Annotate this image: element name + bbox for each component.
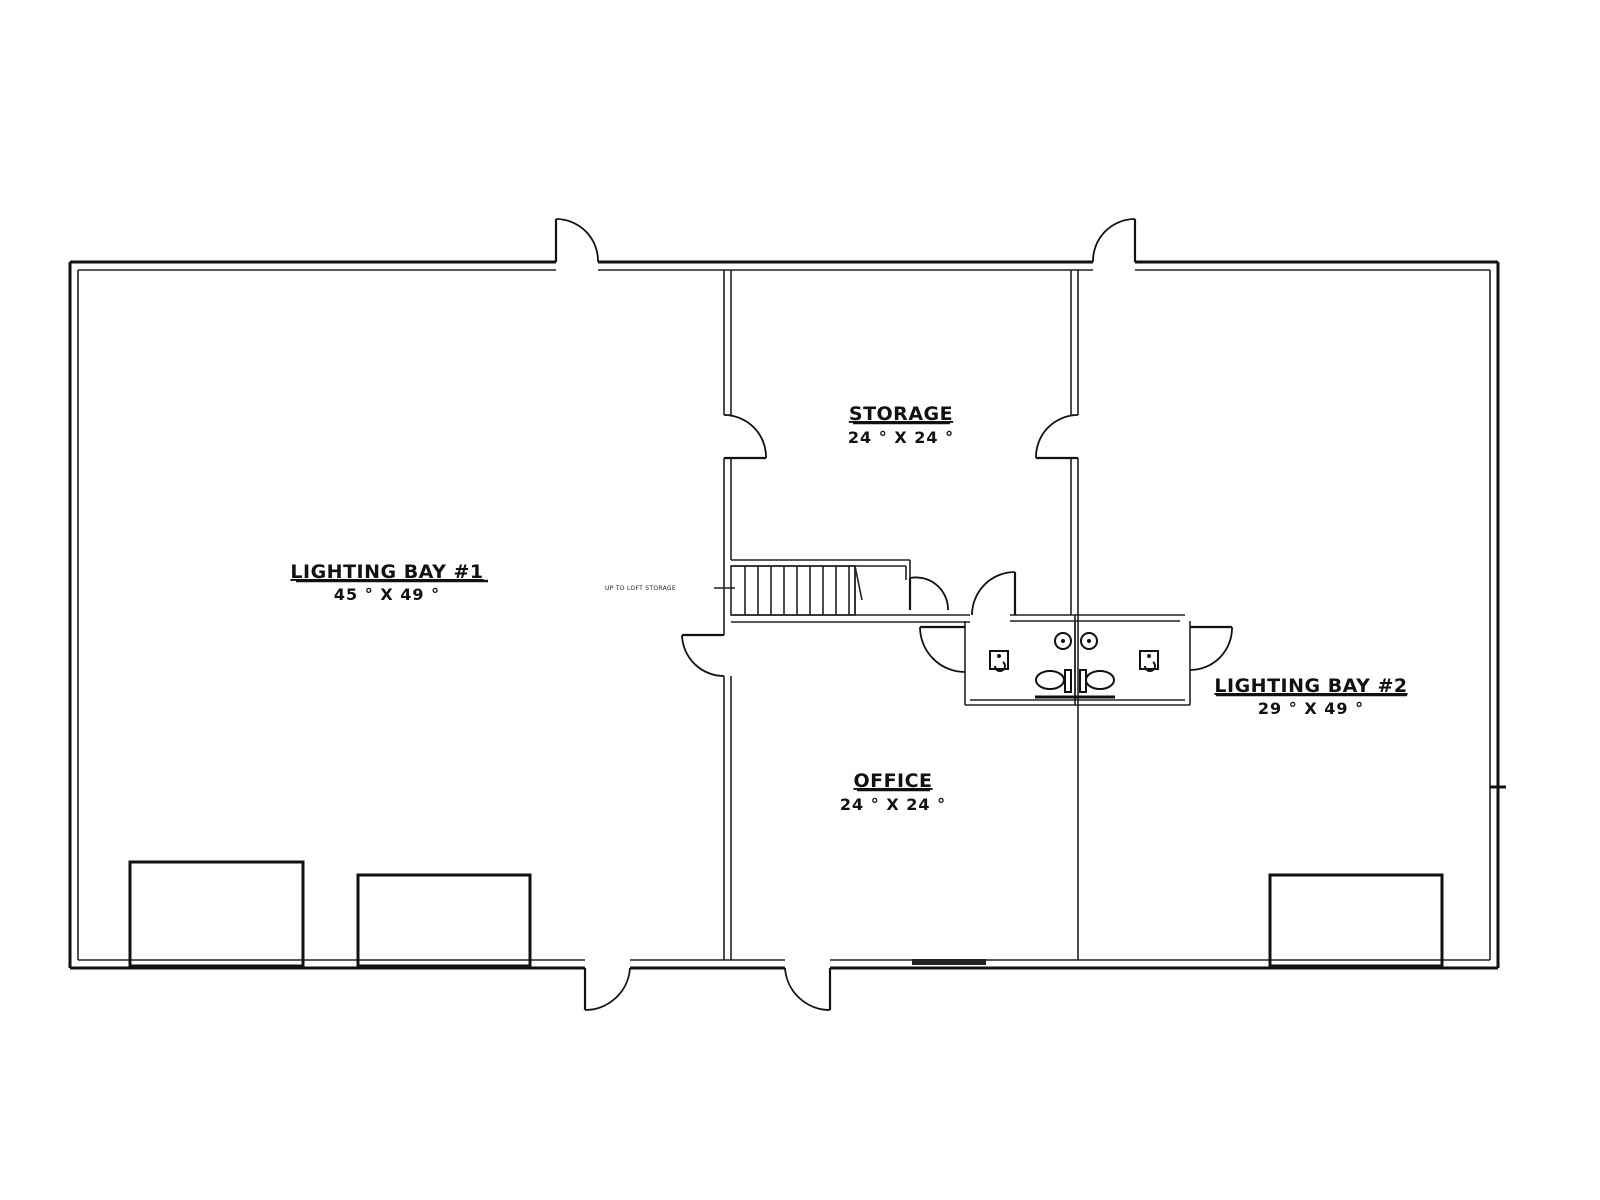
overhead-doors	[128, 860, 1444, 968]
room-label-bay2: LIGHTING BAY #2 29 ° X 49 °	[1214, 675, 1407, 718]
door-top-bay2[interactable]	[1092, 218, 1137, 263]
doors	[554, 218, 1233, 1011]
restroom-fixtures	[989, 632, 1159, 699]
room-name: STORAGE	[849, 403, 953, 425]
room-dimensions: 24 ° X 24 °	[848, 428, 954, 447]
toilet-icon	[1035, 669, 1072, 693]
room-label-office: OFFICE 24 ° X 24 °	[840, 770, 946, 814]
overhead-door-3	[1268, 873, 1444, 968]
room-name: LIGHTING BAY #2	[1214, 675, 1407, 697]
overhead-door-1	[128, 860, 305, 968]
door-top-bay1[interactable]	[554, 218, 599, 263]
door-stair-closet[interactable]	[908, 576, 949, 611]
door-bottom-bay1[interactable]	[583, 967, 631, 1011]
overhead-door-2	[356, 873, 532, 968]
door-restroom-right[interactable]	[1189, 625, 1233, 671]
door-office-left[interactable]	[681, 633, 725, 677]
room-dimensions: 45 ° X 49 °	[334, 585, 440, 604]
door-storage-left[interactable]	[723, 414, 767, 460]
exterior-walls	[68, 260, 1506, 970]
room-name: OFFICE	[853, 770, 932, 792]
door-restroom-left[interactable]	[919, 625, 966, 673]
toilet-icon	[1079, 669, 1115, 693]
room-dimensions: 29 ° X 49 °	[1258, 699, 1364, 718]
sink-icon	[1080, 632, 1098, 650]
room-label-bay1: LIGHTING BAY #1 45 ° X 49 °	[290, 561, 488, 604]
staircase	[714, 565, 863, 616]
door-restroom-top[interactable]	[971, 571, 1017, 616]
room-dimensions: 24 ° X 24 °	[840, 795, 946, 814]
interior-walls	[723, 270, 1191, 960]
stairs-note: UP TO LOFT STORAGE	[605, 585, 676, 592]
door-storage-right[interactable]	[1035, 414, 1079, 460]
room-name: LIGHTING BAY #1	[290, 561, 483, 583]
wheelchair-icon	[1139, 650, 1159, 672]
room-label-storage: STORAGE 24 ° X 24 °	[848, 403, 954, 447]
door-bottom-office[interactable]	[784, 967, 832, 1011]
wheelchair-icon	[989, 650, 1009, 672]
sink-icon	[1054, 632, 1072, 650]
